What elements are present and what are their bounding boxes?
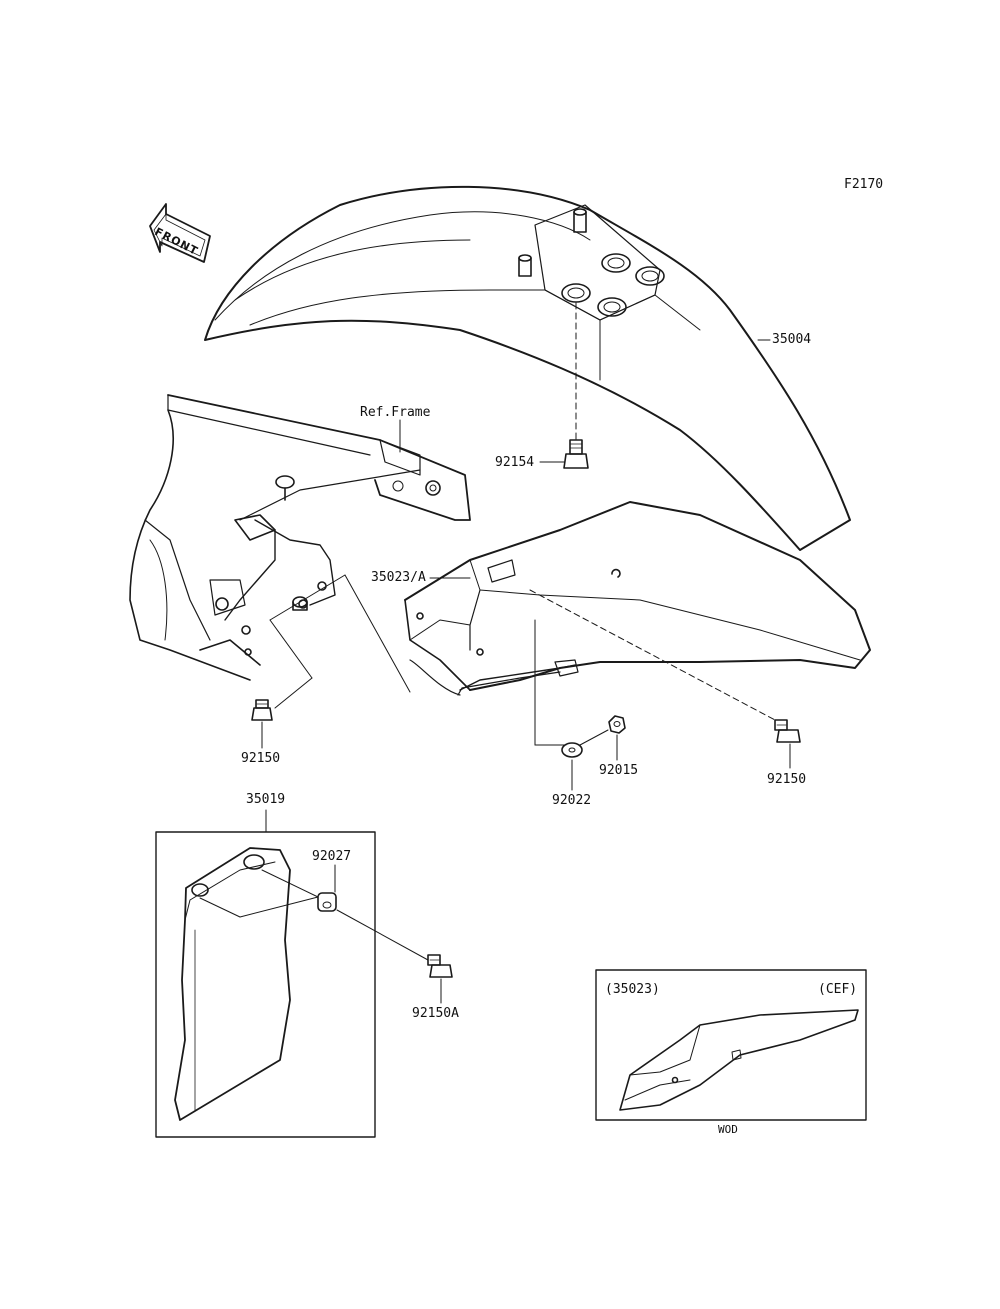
bolt-92150a-icon [427, 954, 453, 978]
callout-ref-frame: Ref.Frame [360, 405, 431, 420]
callout-35019: 35019 [246, 792, 286, 807]
callout-92150-left: 92150 [241, 751, 281, 766]
frame-reference [129, 394, 471, 681]
bolt-right-92150-icon [774, 719, 801, 743]
bolt-92154-icon [563, 439, 589, 469]
figure-code: F2170 [844, 177, 884, 192]
mud-guard-35019 [174, 847, 291, 1121]
callout-92015: 92015 [599, 763, 639, 778]
callout-92027: 92027 [312, 849, 352, 864]
washer-92022-icon [561, 742, 583, 758]
inset-region: (CEF) [818, 982, 858, 997]
callout-92150a: 92150A [412, 1006, 459, 1021]
collar-92027-icon [317, 892, 337, 912]
callout-92150-right: 92150 [767, 772, 807, 787]
front-arrow-icon [149, 203, 211, 263]
nut-92015-icon [608, 715, 626, 734]
inset-caption: WOD [718, 1123, 738, 1136]
rear-fender-35023a [404, 501, 871, 696]
callout-92022: 92022 [552, 793, 592, 808]
front-fender-35004 [204, 185, 851, 551]
mud-guard-box [155, 831, 376, 1138]
bolt-left-92150-icon [251, 699, 273, 721]
inset-box [595, 969, 867, 1121]
inset-part-ref: (35023) [605, 982, 660, 997]
callout-35004: 35004 [772, 332, 812, 347]
inset-rear-fender [619, 1009, 859, 1111]
callout-35023a: 35023/A [371, 570, 426, 585]
callout-92154: 92154 [495, 455, 535, 470]
collar-left-icon [292, 596, 308, 611]
